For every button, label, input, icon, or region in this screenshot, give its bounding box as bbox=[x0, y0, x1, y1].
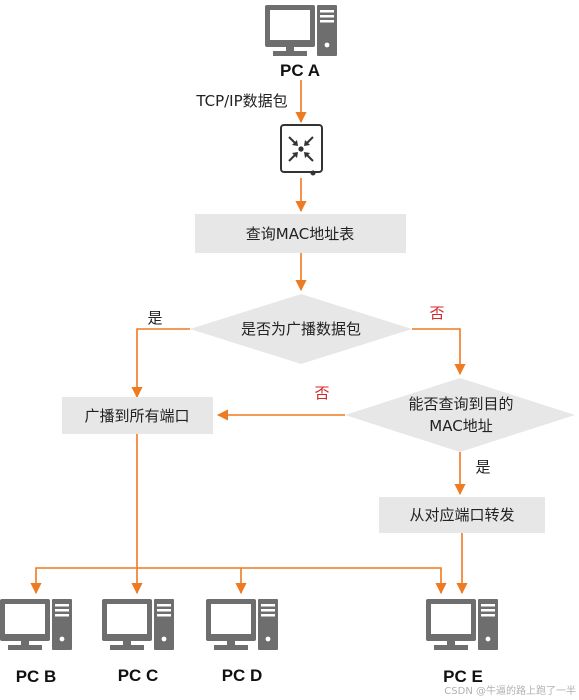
can-find-text-2: MAC地址 bbox=[429, 417, 492, 435]
yes-find-label: 是 bbox=[475, 458, 490, 476]
computer-icon bbox=[206, 599, 278, 650]
lookup-text: 查询MAC地址表 bbox=[246, 225, 354, 243]
is-broadcast-text: 是否为广播数据包 bbox=[241, 320, 361, 338]
pc-c-label: PC C bbox=[118, 666, 159, 685]
edge-broadcast-bus bbox=[30, 567, 447, 595]
watermark: CSDN @牛逼的路上跑了一半 bbox=[444, 684, 576, 697]
pc-b-label: PC B bbox=[16, 667, 57, 686]
computer-icon bbox=[0, 599, 72, 650]
forward-text: 从对应端口转发 bbox=[409, 506, 514, 524]
no-broadcast-label: 否 bbox=[429, 304, 444, 322]
lookup-box bbox=[195, 214, 406, 253]
computer-icon bbox=[426, 599, 498, 650]
tcpip-packet-label: TCP/IP数据包 bbox=[195, 92, 287, 110]
pc-e-label: PC E bbox=[443, 667, 483, 686]
can-find-text-1: 能否查询到目的 bbox=[408, 395, 513, 413]
computer-icon bbox=[265, 5, 337, 56]
is-broadcast-diamond bbox=[190, 294, 412, 364]
edge-no-broadcast bbox=[412, 328, 466, 376]
pc-a-label: PC A bbox=[280, 61, 320, 80]
switch-icon bbox=[280, 124, 323, 176]
broadcast-all-box bbox=[62, 397, 213, 434]
computer-icon bbox=[102, 599, 174, 650]
can-find-diamond bbox=[345, 378, 575, 452]
pc-d-label: PC D bbox=[222, 666, 263, 685]
forward-box bbox=[379, 497, 545, 533]
no-find-label: 否 bbox=[314, 384, 329, 402]
broadcast-all-text: 广播到所有端口 bbox=[84, 407, 189, 425]
edge-yes-broadcast bbox=[131, 328, 190, 399]
yes-broadcast-label: 是 bbox=[147, 309, 162, 327]
